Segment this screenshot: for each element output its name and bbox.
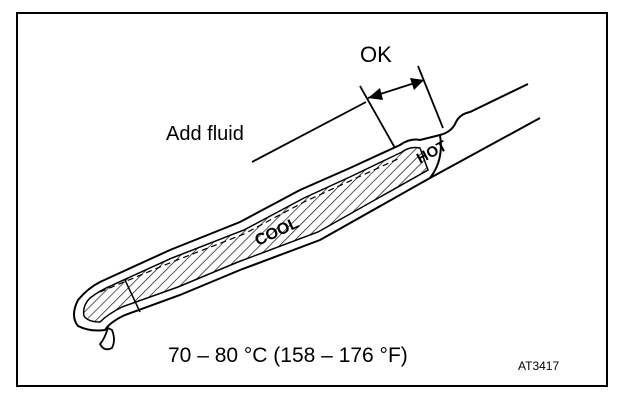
add-fluid-label: Add fluid [166, 123, 244, 145]
temperature-label: 70 – 80 °C (158 – 176 °F) [168, 344, 408, 367]
fluid-drip [98, 326, 115, 351]
tip-divider [124, 279, 141, 313]
figure-code: AT3417 [518, 359, 559, 373]
ok-range-arrow [367, 78, 425, 100]
ok-range-markers [359, 65, 444, 149]
fluid-film [82, 146, 429, 323]
ok-label: OK [360, 42, 392, 67]
add-fluid-leader [251, 101, 367, 163]
fluid-edge-dashed [99, 157, 401, 293]
dipstick-shaft [429, 83, 541, 179]
